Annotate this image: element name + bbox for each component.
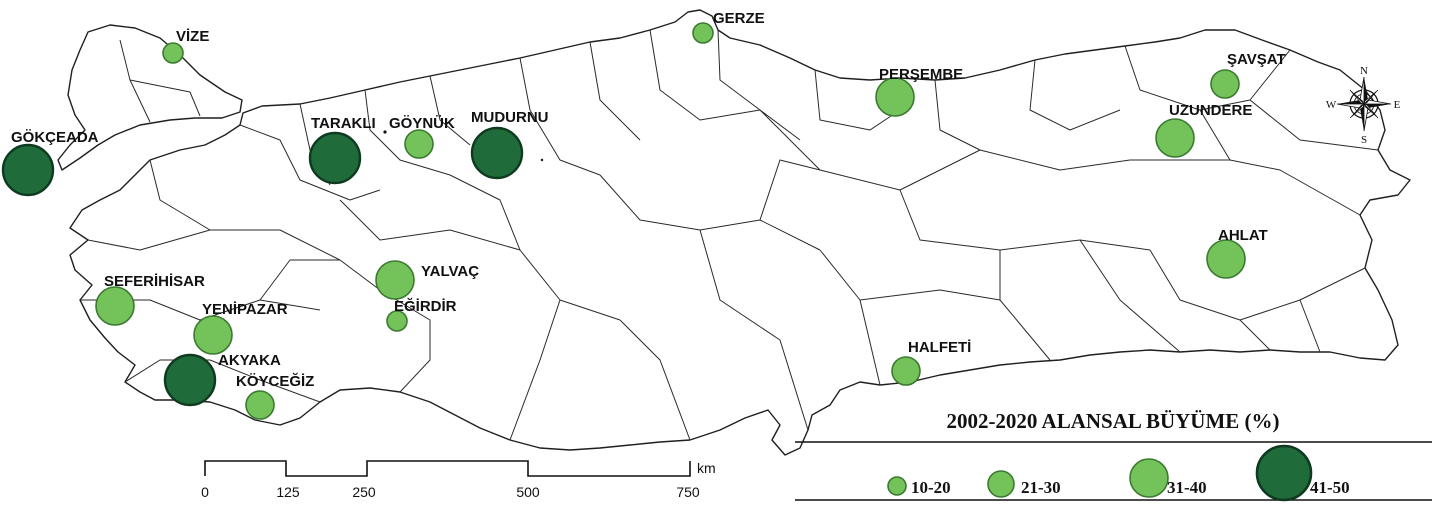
legend-label: 10-20 xyxy=(911,478,951,497)
town-label-koycegiz: KÖYCEĞİZ xyxy=(236,372,314,390)
town-marker-gokceada[interactable] xyxy=(1,143,55,197)
town-label-mudurnu: MUDURNU xyxy=(471,109,549,126)
town-label-yalvac: YALVAÇ xyxy=(421,263,479,280)
town-label-seferihisar: SEFERİHİSAR xyxy=(104,273,205,290)
legend-item: 31-40 xyxy=(1129,458,1207,498)
town-marker-yalvac[interactable] xyxy=(375,260,415,300)
legend-item: 21-30 xyxy=(987,470,1061,498)
town-marker-egirdir[interactable] xyxy=(386,310,408,332)
scale-tick-label: 125 xyxy=(276,484,300,500)
town-label-tarakli: TARAKLI xyxy=(311,115,376,132)
town-label-yenipazar: YENİPAZAR xyxy=(202,301,288,318)
town-labels: VİZE GERZE PERŞEMBE ŞAVŞAT UZUNDERE GÖKÇEADA T… xyxy=(11,10,1286,390)
compass-north-label: N xyxy=(1360,65,1368,77)
legend-item: 41-50 xyxy=(1255,444,1350,502)
town-marker-mudurnu[interactable] xyxy=(470,126,524,180)
compass-east-label: E xyxy=(1394,99,1401,111)
town-marker-halfeti[interactable] xyxy=(891,356,921,386)
town-marker-goynuk[interactable] xyxy=(404,129,434,159)
scale-tick-label: 250 xyxy=(352,484,376,500)
town-label-savsat: ŞAVŞAT xyxy=(1227,51,1286,68)
town-label-persembe: PERŞEMBE xyxy=(879,66,963,83)
compass-star-icon xyxy=(1336,76,1392,132)
legend-item: 10-20 xyxy=(887,476,951,497)
town-marker-ahlat[interactable] xyxy=(1206,239,1246,279)
legend-swatch xyxy=(887,476,907,496)
scale-tick-label: 750 xyxy=(676,484,700,500)
scale-tick-label: 0 xyxy=(201,484,209,500)
town-label-gerze: GERZE xyxy=(713,10,765,27)
town-markers xyxy=(1,22,1246,420)
town-label-halfeti: HALFETİ xyxy=(908,339,971,356)
legend-label: 41-50 xyxy=(1310,478,1350,497)
town-label-gokceada: GÖKÇEADA xyxy=(11,129,99,146)
town-label-akyaka: AKYAKA xyxy=(218,352,281,369)
town-label-vize: VİZE xyxy=(176,28,209,45)
compass-west-label: W xyxy=(1326,99,1337,111)
town-label-ahlat: AHLAT xyxy=(1218,227,1268,244)
town-label-goynuk: GÖYNÜK xyxy=(389,115,455,132)
legend-items: 10-20 21-30 31-40 41-50 xyxy=(887,444,1350,502)
town-marker-akyaka[interactable] xyxy=(163,353,217,407)
legend-title: 2002-2020 ALANSAL BÜYÜME (%) xyxy=(946,409,1279,433)
town-marker-tarakli[interactable] xyxy=(308,131,362,185)
town-marker-vize[interactable] xyxy=(162,42,184,64)
country-outline xyxy=(9,9,1411,456)
locality-dot xyxy=(540,158,544,162)
town-marker-gerze[interactable] xyxy=(692,22,714,44)
scale-bar-graphic xyxy=(204,460,691,477)
town-marker-persembe[interactable] xyxy=(875,77,915,117)
legend-swatch xyxy=(1129,458,1169,498)
town-marker-savsat[interactable] xyxy=(1210,69,1240,99)
compass-south-label: S xyxy=(1361,134,1367,146)
scale-tick-label: 500 xyxy=(516,484,540,500)
legend-label: 31-40 xyxy=(1167,478,1207,497)
town-marker-yenipazar[interactable] xyxy=(193,315,233,355)
scale-unit-label: km xyxy=(697,460,716,476)
legend-label: 21-30 xyxy=(1021,478,1061,497)
town-marker-seferihisar[interactable] xyxy=(95,286,135,326)
town-marker-uzundere[interactable] xyxy=(1155,118,1195,158)
locality-dot xyxy=(383,130,387,134)
anatolia-landmass xyxy=(69,9,1411,456)
scale-bar: 0 125 250 500 750 km xyxy=(201,460,716,500)
legend-swatch xyxy=(1255,444,1313,502)
compass-rose: N S W E xyxy=(1326,65,1401,146)
town-marker-koycegiz[interactable] xyxy=(245,390,275,420)
legend-swatch xyxy=(987,470,1015,498)
town-label-uzundere: UZUNDERE xyxy=(1169,102,1252,119)
legend: 2002-2020 ALANSAL BÜYÜME (%) 10-20 21-30 3… xyxy=(795,409,1432,502)
town-label-egirdir: EĞİRDİR xyxy=(394,297,457,315)
